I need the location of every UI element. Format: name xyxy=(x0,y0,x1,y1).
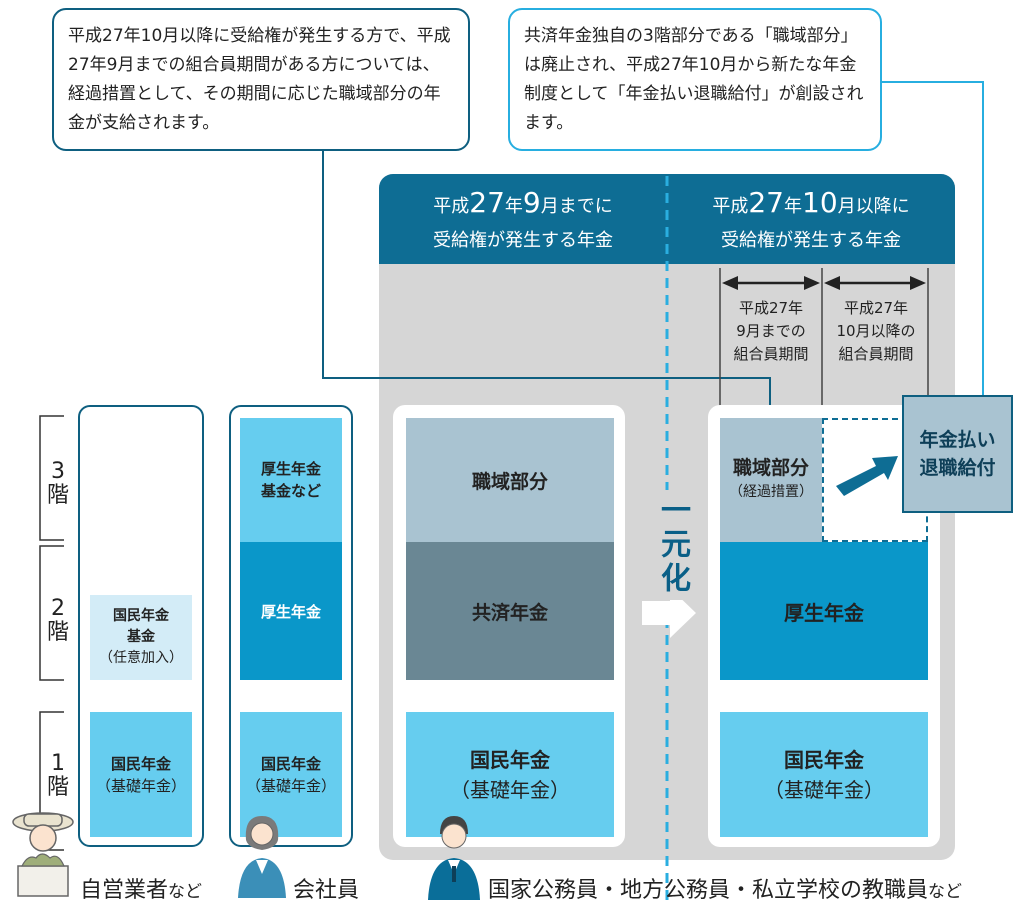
before-shokuiki-block: 職域部分 xyxy=(406,418,614,542)
after-shokuiki-block: 職域部分 （経過措置） xyxy=(720,418,822,542)
header-left: 平成27年9月までに 受給権が発生する年金 xyxy=(433,186,613,251)
after-kosei-block: 厚生年金 xyxy=(720,542,928,680)
company-employee-label: 会社員 xyxy=(293,878,360,903)
civil-servant-figure-icon xyxy=(428,816,480,900)
kokumin-kikin-block: 国民年金 基金 （任意加入） xyxy=(90,595,192,680)
callout-right-text: 共済年金独自の3階部分である「職域部分」は廃止され、平成27年10月から新たな年… xyxy=(524,26,864,133)
period-after-label: 平成27年 10月以降の 組合員期間 xyxy=(836,299,916,363)
header-right: 平成27年10月以降に 受給権が発生する年金 xyxy=(712,186,910,251)
callout-left: 平成27年10月以降に受給権が発生する方で、平成27年9月までの組合員期間がある… xyxy=(52,8,470,151)
callout-left-text: 平成27年10月以降に受給権が発生する方で、平成27年9月までの組合員期間がある… xyxy=(68,26,451,133)
callout-right: 共済年金独自の3階部分である「職域部分」は廃止され、平成27年10月から新たな年… xyxy=(508,8,882,151)
taishoku-kyufu-block: 年金払い 退職給付 xyxy=(902,395,1013,513)
before-kyosai-block: 共済年金 xyxy=(406,542,614,680)
farmer-figure-icon xyxy=(12,812,74,897)
connector-right xyxy=(882,81,984,405)
before-kokumin-block: 国民年金 （基礎年金） xyxy=(406,712,614,837)
civil-servant-label: 国家公務員・地方公務員・私立学校の教職員など xyxy=(488,878,963,903)
shift-arrow-icon xyxy=(836,456,898,496)
self-employed-label: 自営業者など xyxy=(80,878,203,903)
company-kokumin-block: 国民年金 （基礎年金） xyxy=(240,712,342,837)
after-kokumin-block: 国民年金 （基礎年金） xyxy=(720,712,928,837)
transition-arrow-icon xyxy=(642,588,696,638)
self-kokumin-block: 国民年金 （基礎年金） xyxy=(90,712,192,837)
kosei-kikin-block: 厚生年金 基金など xyxy=(240,418,342,542)
company-kosei-block: 厚生年金 xyxy=(240,542,342,680)
company-employee-figure-icon xyxy=(238,816,286,898)
period-before-label: 平成27年 9月までの 組合員期間 xyxy=(733,299,809,363)
connector-left xyxy=(322,151,771,433)
unification-label: 一元化 xyxy=(650,490,694,600)
